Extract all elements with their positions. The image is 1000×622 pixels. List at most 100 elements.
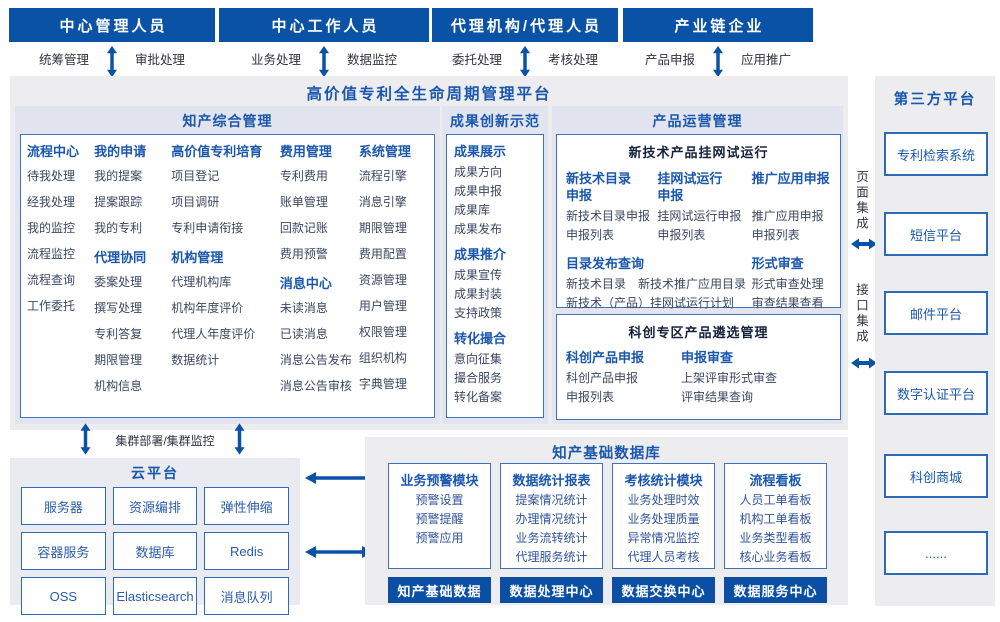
feature-group: 我的申请 我的提案 提案跟踪 我的专利	[94, 143, 171, 241]
group-items: 预警设置 预警提醒 预警应用	[389, 491, 490, 548]
feature-item: 资源管理	[358, 273, 407, 287]
feature-item: 申报列表	[751, 228, 800, 242]
kechuang-selection-box: 科创专区产品遴选管理 科创产品申报 科创产品申报 申报列表	[556, 314, 841, 420]
group-header: 推广应用申报	[751, 171, 830, 186]
formal-review-group: 形式审查 形式审查处理 审查结果查看	[752, 249, 831, 313]
group-items: 业务处理时效 业务处理质量 异常情况监控 代理人员考核	[613, 491, 714, 567]
group-header: 高价值专利培育	[171, 144, 263, 159]
feature-item: 机构年度评价	[171, 301, 244, 315]
group-items: 委案处理 撰写处理 专利答复 期限管理 机构信息	[94, 269, 171, 399]
platform-title: 高价值专利全生命周期管理平台	[306, 86, 552, 103]
feature-item: 期限管理	[358, 221, 407, 235]
group-items: 专利费用 账单管理 回款记账 费用预警	[280, 163, 359, 267]
updown-arrow-icon	[80, 423, 91, 455]
ip-column: 我的申请 我的提案 提案跟踪 我的专利	[94, 135, 171, 417]
group-items: 流程引擎 消息引擎 期限管理 费用配置 资源管理	[359, 163, 428, 397]
feature-item: 用户管理	[358, 299, 407, 313]
db-footer-badge: 数据交换中心	[612, 577, 715, 603]
feature-item: 上架评审形式审查	[681, 371, 778, 385]
group-header: 流程中心	[27, 144, 80, 159]
feature-item: 项目登记	[171, 169, 220, 183]
feature-group: 申报审查 上架评审形式审查 评审结果查询	[681, 343, 831, 407]
feature-item: 成果方向	[454, 165, 503, 179]
db-module: 业务预警模块 预警设置 预警提醒 预警应用 知产基础数据	[388, 463, 491, 603]
feature-group: 推广应用申报 推广应用申报 申报列表	[752, 164, 831, 245]
actor-role-left: 委托处理	[451, 53, 502, 67]
feature-item: 核心业务看板	[739, 550, 812, 564]
feature-item: 账单管理	[279, 195, 328, 209]
box-title: 科创专区产品遴选管理	[628, 325, 769, 340]
group-items: 项目登记 项目调研 专利申请衔接	[171, 163, 280, 241]
group-header: 代理协同	[94, 250, 147, 265]
feature-item: 成果宣传	[454, 268, 503, 282]
feature-item: 消息公告发布	[279, 353, 352, 367]
left-right-arrow-icon	[851, 238, 877, 250]
feature-item: 成果发布	[454, 222, 503, 236]
feature-group: 挂网试运行申报 挂网试运行申报 申报列表	[657, 164, 751, 245]
actor-role-left: 业务处理	[250, 53, 301, 67]
actor-banner: 代理机构/代理人员	[432, 8, 618, 42]
box-title: 新技术产品挂网试运行	[628, 145, 769, 160]
cloud-service-cell: Redis	[204, 532, 289, 570]
feature-item: 流程查询	[27, 273, 76, 287]
feature-item: 消息公告审核	[279, 379, 352, 393]
group-items: 新技术目录 新技术推广应用目录	[566, 275, 752, 294]
actor-banner: 中心管理人员	[9, 8, 215, 42]
feature-group: 机构管理 代理机构库 机构年度评价 代理人年度评价	[171, 249, 280, 373]
feature-item: 数据统计	[171, 353, 220, 367]
feature-group: 系统管理 流程引擎 消息引擎 期限管理	[359, 143, 428, 397]
db-module-box: 数据统计报表 提案情况统计 办理情况统计 业务流转统计 代理服务统计	[500, 463, 603, 569]
ip-management-box: 流程中心 待我处理 经我处理 我的监控	[20, 134, 435, 418]
actor-group: 产业链企业 产品申报 应用推广	[623, 8, 813, 80]
actor-group: 中心工作人员 业务处理 数据监控	[219, 8, 429, 80]
feature-group: 高价值专利培育 项目登记 项目调研 专利申请衔接	[171, 143, 280, 241]
updown-arrow-icon	[519, 45, 531, 78]
feature-item: 我的监控	[27, 221, 76, 235]
feature-item: 机构信息	[94, 379, 143, 393]
ip-column: 系统管理 流程引擎 消息引擎 期限管理	[359, 135, 428, 417]
db-modules: 业务预警模块 预警设置 预警提醒 预警应用 知产基础数据	[388, 463, 827, 603]
db-module-box: 考核统计模块 业务处理时效 业务处理质量 异常情况监控 代理人员考核	[612, 463, 715, 569]
ip-columns: 流程中心 待我处理 经我处理 我的监控	[21, 135, 434, 417]
third-party-title: 第三方平台	[893, 92, 977, 108]
feature-item: 预警提醒	[415, 512, 464, 526]
feature-item: 预警设置	[415, 493, 464, 507]
group-items: 新技术目录申报 申报列表	[566, 207, 657, 245]
db-footer-badge: 数据服务中心	[724, 577, 827, 603]
cluster-label: 集群部署/集群监控	[115, 434, 215, 448]
feature-group: 新技术目录申报 新技术目录申报 申报列表	[566, 164, 657, 245]
group-header: 新技术目录申报	[566, 171, 632, 203]
actor-group: 中心管理人员 统筹管理 审批处理	[9, 8, 215, 80]
cloud-service-cell: 容器服务	[21, 532, 106, 570]
feature-item: 业务流转统计	[515, 531, 588, 545]
feature-item: 异常情况监控	[627, 531, 700, 545]
group-items: 未读消息 已读消息 消息公告发布 消息公告审核	[280, 295, 359, 399]
kechuang-columns: 科创产品申报 科创产品申报 申报列表 申报审查	[557, 341, 840, 407]
feature-item: 审查结果查看	[751, 296, 824, 310]
api-integration-label: 接口集成	[854, 283, 868, 345]
ip-database-panel: 知产基础数据库 业务预警模块 预警设置 预警提醒 预警应用	[365, 437, 848, 605]
feature-item: 组织机构	[358, 351, 407, 365]
feature-item: 专利申请衔接	[171, 221, 244, 235]
actor-labels: 业务处理 数据监控	[219, 49, 429, 68]
third-party-system: ......	[884, 531, 988, 575]
feature-item: 业务处理时效	[627, 493, 700, 507]
catalog-query-group: 目录发布查询 新技术目录 新技术推广应用目录 新技术（产品）挂网试运行计划	[566, 249, 752, 313]
updown-arrow-icon	[712, 45, 724, 78]
feature-item: 期限管理	[94, 353, 143, 367]
group-header: 业务预警模块	[400, 473, 479, 488]
actor-banner: 产业链企业	[623, 8, 813, 42]
feature-item: 委案处理	[94, 275, 143, 289]
group-header: 科创产品申报	[566, 350, 645, 365]
cloud-service-cell: 资源编排	[112, 487, 198, 525]
feature-item: 办理情况统计	[515, 512, 588, 526]
group-items: 我的提案 提案跟踪 我的专利	[94, 163, 171, 241]
feature-group: 成果推介 成果宣传 成果封装 支持政策	[454, 246, 543, 323]
db-module: 考核统计模块 业务处理时效 业务处理质量 异常情况监控 代理人员考核	[612, 463, 715, 603]
feature-group: 流程中心 待我处理 经我处理 我的监控	[27, 143, 94, 319]
group-header: 成果展示	[454, 144, 507, 159]
feature-item: 申报列表	[566, 228, 615, 242]
group-items: 提案情况统计 办理情况统计 业务流转统计 代理服务统计	[501, 491, 602, 567]
feature-item: 成果封装	[454, 287, 503, 301]
